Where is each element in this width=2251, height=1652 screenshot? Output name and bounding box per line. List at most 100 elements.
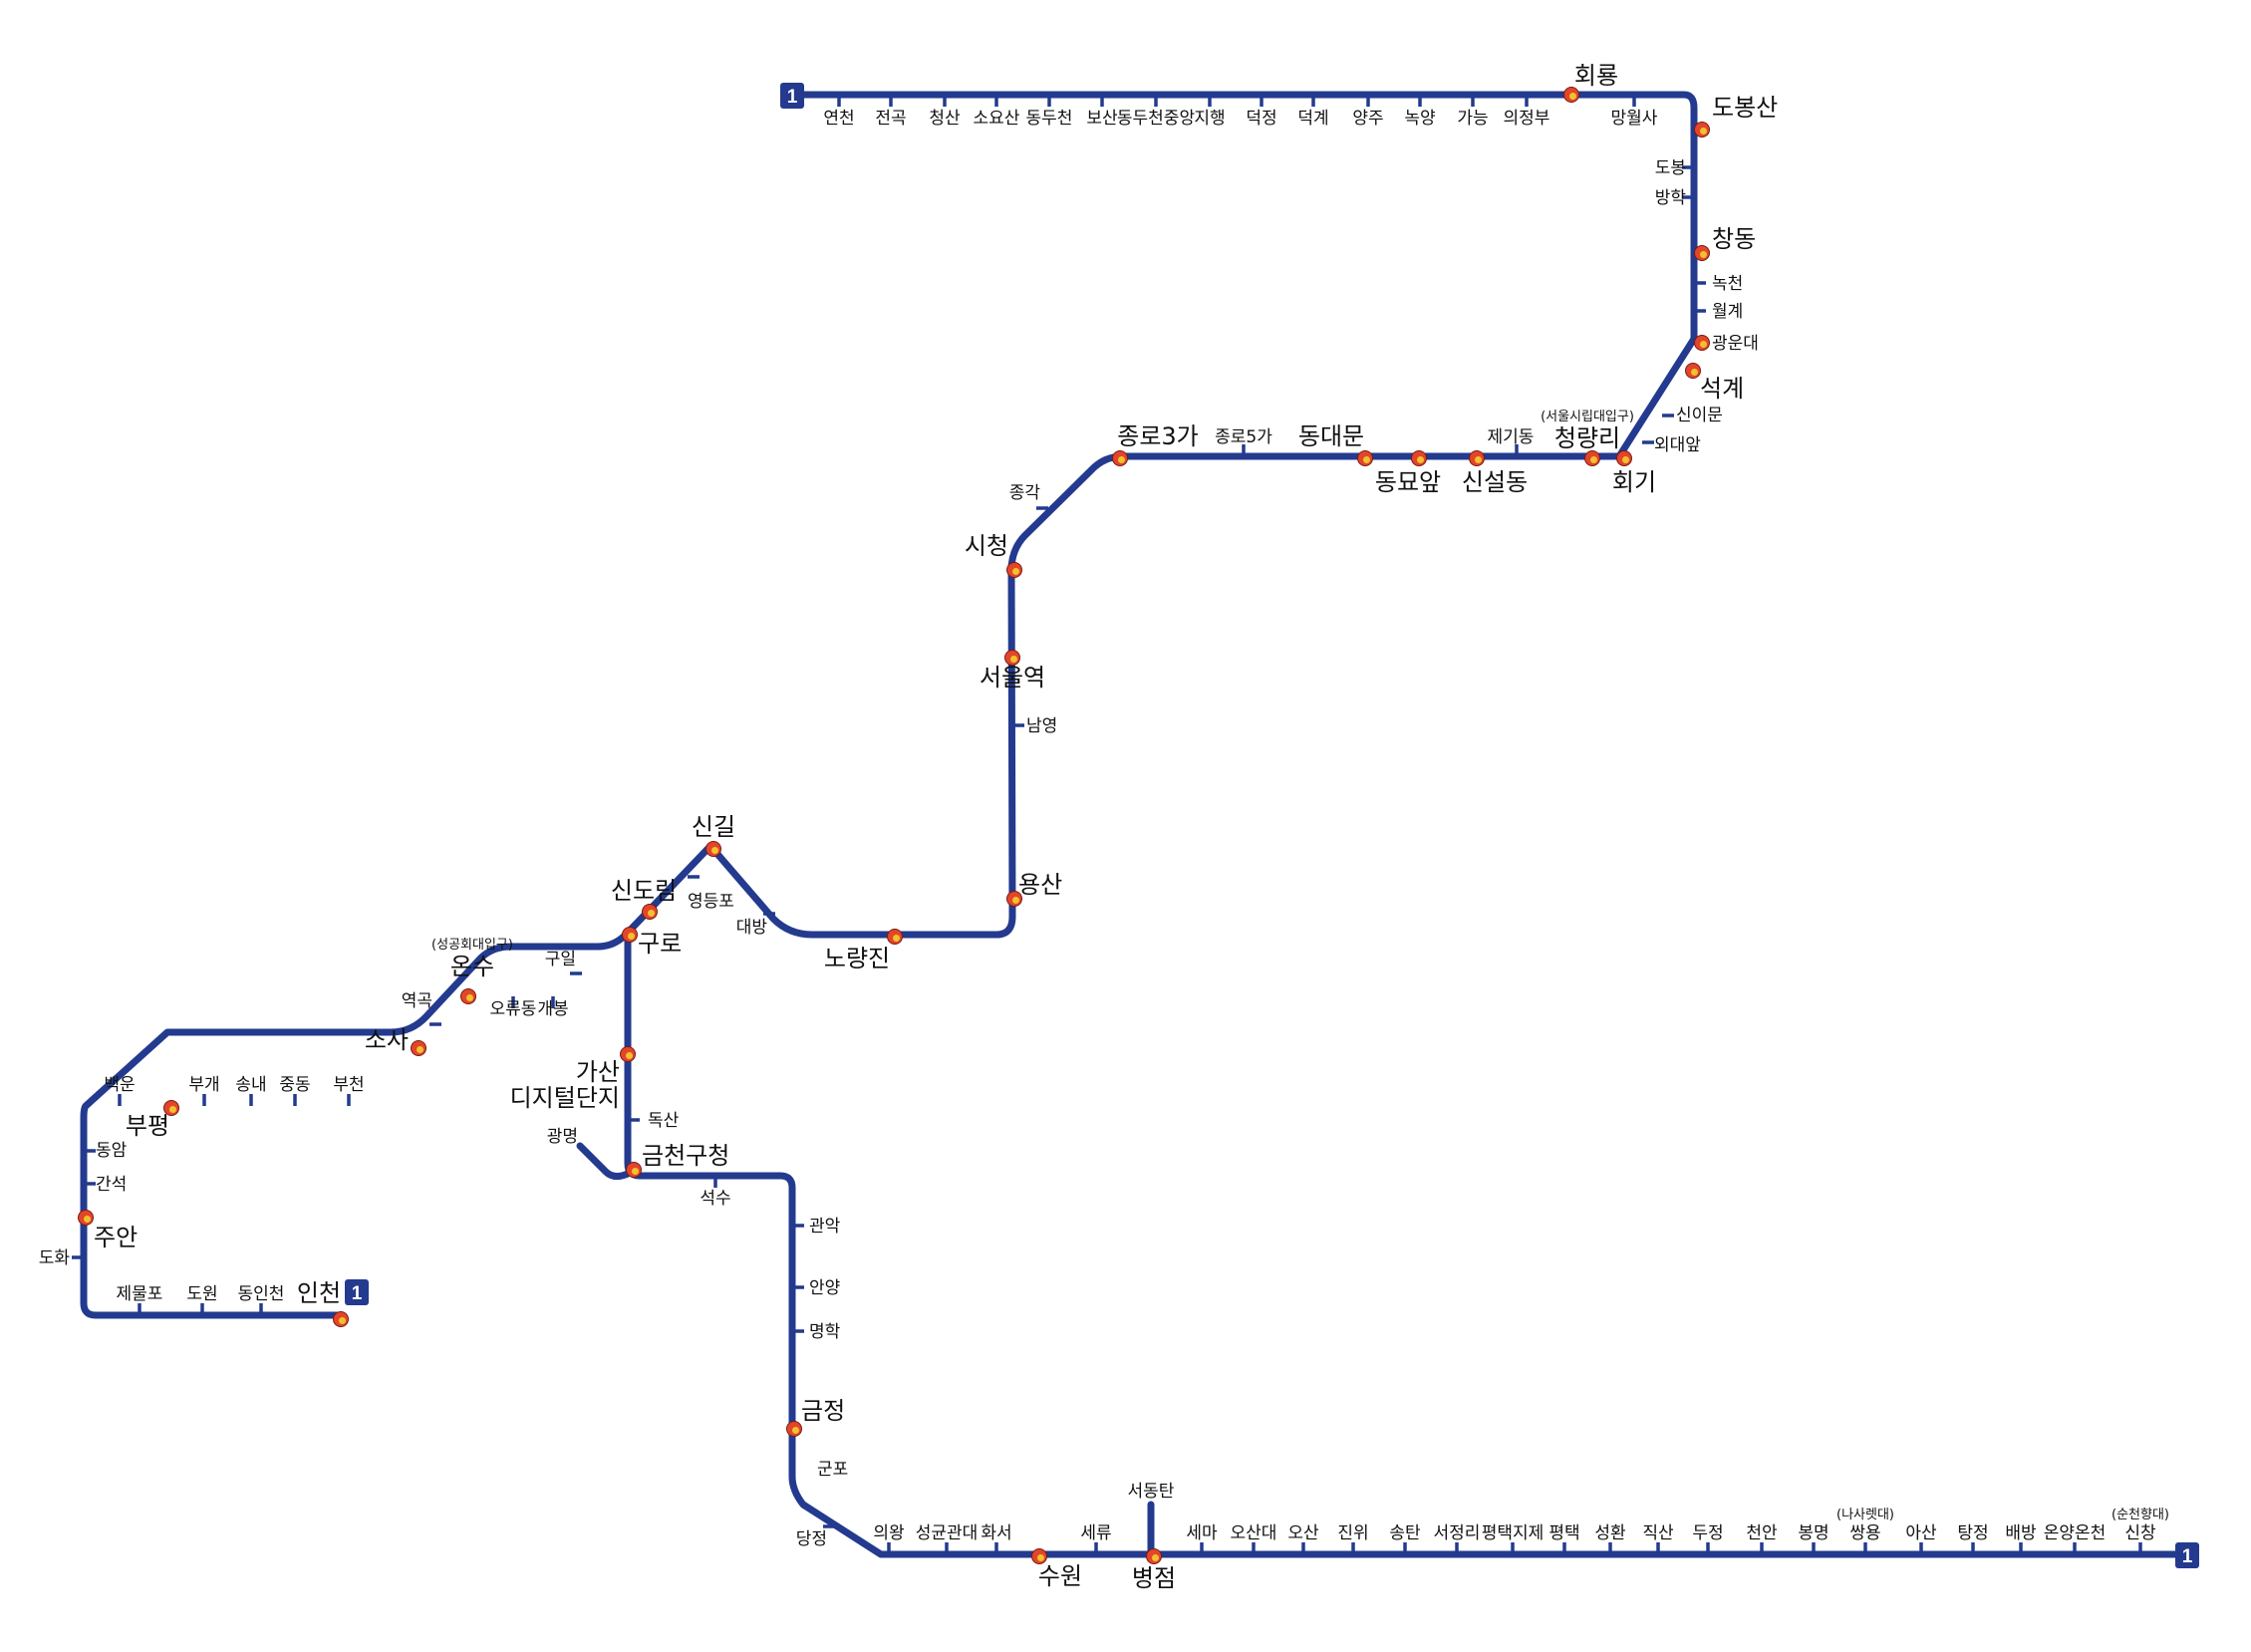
station-label-jungdong: 중동 [279,1075,310,1095]
station-label-hwaseo: 화서 [981,1523,1011,1543]
transfer-marker-dobongsan[interactable] [1694,122,1710,138]
station-label-songtan: 송탄 [1389,1523,1421,1543]
station-label-ssangyong-sub: (나사렛대) [1836,1508,1894,1522]
station-label-dowon: 도원 [186,1284,217,1304]
transfer-marker-noryangjin[interactable] [887,929,903,945]
transfer-marker-juan[interactable] [78,1210,94,1226]
terminal-badge-sinchang: 1 [2175,1542,2199,1568]
station-label-gaebong: 개봉 [537,999,568,1019]
station-label-seoksu: 석수 [700,1189,730,1209]
transfer-marker-hoegi[interactable] [1616,450,1632,466]
station-ticks [72,95,2142,1554]
station-label-seokgye: 석계 [1700,375,1744,403]
station-label-hoegi: 회기 [1612,468,1656,496]
station-label-hoeryong: 회룡 [1574,62,1618,90]
transfer-marker-bupyeong[interactable] [163,1100,179,1116]
station-label-bongmyeong: 봉명 [1798,1523,1829,1543]
station-label-sinseoldong: 신설동 [1462,468,1528,496]
station-label-geumcheongu: 금천구청 [642,1142,729,1170]
station-label-ganeung: 가능 [1457,109,1488,129]
station-label-bucheon: 부천 [333,1075,364,1095]
station-label-cheongsan: 청산 [929,109,961,129]
station-label-dongducheon-jungang: 동두천중앙 [1117,109,1196,129]
station-label-banghak: 방학 [1655,188,1687,208]
transfer-marker-byeongjeom[interactable] [1146,1548,1162,1564]
station-label-nogyang: 녹양 [1404,109,1435,129]
transfer-stations [78,87,1710,1564]
station-label-wolgye: 월계 [1712,302,1743,322]
station-label-sinchang: 신창 [2124,1523,2156,1543]
station-label-pyeongtaek: 평택 [1548,1523,1579,1543]
transfer-marker-onsu[interactable] [460,988,476,1004]
station-label-oedaeap: 외대앞 [1654,435,1701,455]
transfer-marker-incheon[interactable] [333,1311,349,1327]
station-label-myeonghak: 명학 [809,1322,841,1342]
station-label-tangjeong: 탕정 [1957,1523,1988,1543]
svg-text:1: 1 [352,1283,363,1304]
station-label-jonggak: 종각 [1009,483,1041,503]
transfer-marker-sindorim[interactable] [642,904,658,920]
station-label-jiksan: 직산 [1642,1523,1674,1543]
station-label-seonghwan: 성환 [1594,1523,1625,1543]
station-label-uiwang: 의왕 [873,1523,904,1543]
transfer-marker-geumcheongu[interactable] [626,1162,642,1178]
transfer-marker-gwangundae[interactable] [1694,335,1710,351]
transfer-marker-jongno3ga[interactable] [1112,450,1128,466]
transfer-marker-sosa[interactable] [411,1040,426,1056]
station-label-seodongtan: 서동탄 [1128,1482,1175,1502]
station-label-gwangmyeong: 광명 [547,1127,578,1147]
station-label-onsu-sub: (성공회대입구) [431,938,513,953]
svg-text:1: 1 [787,87,798,108]
station-label-gwanak: 관악 [809,1217,841,1237]
station-label-onsu: 온수 [450,953,494,980]
station-label-cityhall: 시청 [965,532,1008,560]
station-label-jinwi: 진위 [1337,1523,1368,1543]
transfer-marker-singil[interactable] [705,841,721,857]
station-label-cheongnyangni-sub: (서울시립대입구) [1541,410,1634,424]
station-label-sinchang-sub: (순천향대) [2111,1508,2169,1522]
transfer-marker-gasan1[interactable] [620,1046,636,1062]
station-label-seryu: 세류 [1080,1523,1111,1543]
station-label-cheongnyangni: 청량리 [1554,424,1620,452]
line1-guro-branch-route [624,928,2192,1558]
station-label-onyangoncheon: 온양온천 [2044,1523,2107,1543]
station-label-incheon: 인천 [297,1279,341,1307]
transfer-marker-sinseoldong[interactable] [1469,450,1485,466]
station-label-jongno3ga: 종로3가 [1117,422,1199,450]
transfer-marker-changdong[interactable] [1694,245,1710,261]
svg-text:1: 1 [2182,1546,2193,1567]
station-label-mangwolsa: 망월사 [1611,109,1658,129]
transfer-marker-yongsan[interactable] [1006,891,1022,907]
terminal-badge-incheon: 1 [345,1279,369,1305]
transfer-marker-cheongnyangni[interactable] [1584,450,1600,466]
transfer-marker-dongmyoap[interactable] [1411,450,1427,466]
station-label-geumjeong: 금정 [801,1397,845,1425]
station-label-oryudong: 오류동 [490,999,537,1019]
line1-gwangmyeong-spur [576,1142,632,1181]
station-label-jemulpo: 제물포 [117,1284,163,1304]
transfer-marker-suwon[interactable] [1031,1548,1047,1564]
station-label-doksan: 독산 [648,1111,680,1131]
station-label-jegidong: 제기동 [1488,427,1535,447]
station-label-gunpo: 군포 [817,1460,848,1480]
station-label-singil: 신길 [692,813,735,841]
station-label-jeongok: 전곡 [875,109,906,129]
station-label-ganseok: 간석 [96,1175,127,1195]
transfer-marker-seokgye[interactable] [1685,363,1701,379]
transfer-marker-seoul[interactable] [1004,650,1020,666]
transfer-marker-cityhall[interactable] [1006,562,1022,578]
station-label-namyeong: 남영 [1026,716,1057,736]
station-label-byeongjeom: 병점 [1132,1564,1176,1592]
transfer-marker-guro[interactable] [622,927,638,943]
transfer-marker-dongdaemun[interactable] [1357,450,1373,466]
station-label-baegun: 백운 [104,1075,135,1095]
station-label-jije: 평택지제 [1482,1523,1545,1543]
transfer-marker-hoeryong[interactable] [1563,87,1579,103]
station-label-dohwa: 도화 [39,1248,71,1268]
transfer-marker-geumjeong[interactable] [786,1421,802,1437]
station-label-changdong: 창동 [1712,225,1756,253]
line1-main-route [80,91,1698,1319]
station-label-bupyeong: 부평 [126,1112,169,1140]
